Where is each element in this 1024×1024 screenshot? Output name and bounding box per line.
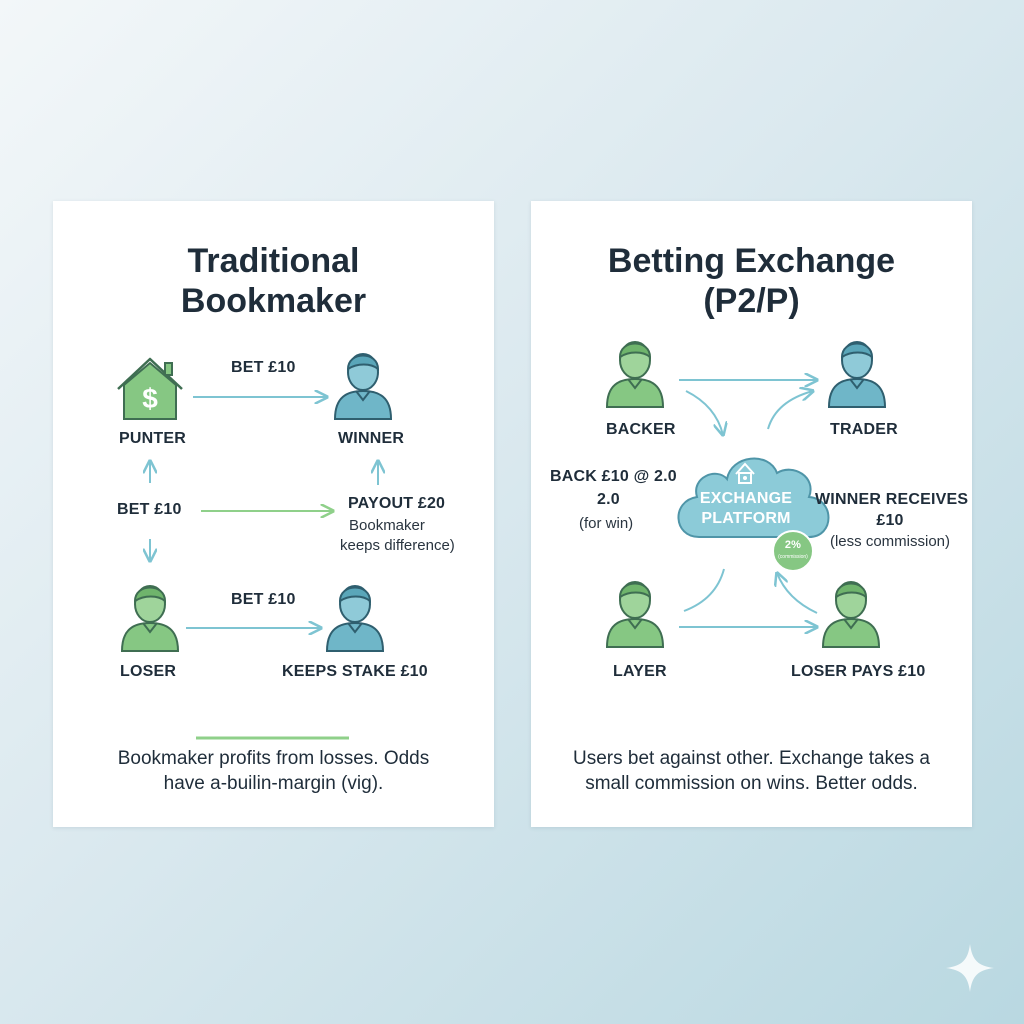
curve-backer-to-platform — [685, 390, 723, 435]
payout-label: PAYOUT £20 — [348, 495, 446, 512]
layer-label: LAYER — [613, 663, 667, 680]
curve-loser-to-platform — [777, 573, 818, 614]
sparkle-icon — [946, 944, 994, 992]
curve-platform-to-trader — [767, 391, 813, 430]
panel-title-line1: Traditional — [187, 242, 360, 280]
curve-platform-to-layer — [683, 568, 725, 612]
platform-label-line1: EXCHANGE — [699, 490, 793, 507]
platform-label-line2: PLATFORM — [701, 510, 791, 527]
trader-person-icon — [828, 341, 886, 408]
commission-small-text: (commission) — [778, 554, 808, 560]
winner-person-icon — [334, 353, 392, 420]
layer-person-icon — [606, 581, 664, 648]
backer-label: BACKER — [606, 421, 676, 438]
winner-receives-line2: £10 — [876, 512, 904, 529]
commission-badge — [772, 530, 814, 572]
loser-label: LOSER — [120, 663, 177, 680]
caption-line1: Bookmaker profits from losses. Odds — [117, 748, 430, 769]
bet-mid-label: BET £10 — [117, 501, 182, 518]
bet-top-label: BET £10 — [231, 359, 296, 376]
commission-pct: 2% — [784, 539, 802, 551]
loser-person-icon — [121, 585, 179, 652]
back-odds-sub: (for win) — [579, 515, 634, 532]
payout-sub-line2: keeps difference) — [340, 537, 455, 554]
punter-label: PUNTER — [119, 430, 186, 447]
keeps-stake-label: KEEPS STAKE £10 — [282, 663, 428, 680]
winner-label: WINNER — [338, 430, 405, 447]
panel-title-line2: (P2/P) — [703, 282, 800, 320]
caption-line2: have a-builin-margin (vig). — [163, 773, 384, 794]
panel-title-line1: Betting Exchange — [607, 242, 896, 280]
winner-receives-sub: (less commission) — [829, 533, 950, 550]
bet-bottom-label: BET £10 — [231, 591, 296, 608]
traditional-bookmaker-panel: Traditional Bookmaker $ BET £10 PUNTER W… — [53, 201, 494, 827]
loser-pays-label: LOSER PAYS £10 — [791, 663, 926, 680]
backer-person-icon — [606, 341, 664, 408]
back-odds-line1: BACK £10 @ 2.0 — [550, 468, 677, 485]
loser-person-icon — [822, 581, 880, 648]
betting-exchange-panel: Betting Exchange (P2/P) BACK — [531, 201, 972, 827]
svg-text:$: $ — [142, 383, 158, 414]
back-odds-line2: 2.0 — [597, 491, 620, 508]
caption-line2: small commission on wins. Better odds. — [585, 773, 918, 794]
trader-label: TRADER — [830, 421, 898, 438]
platform-house-icon — [735, 462, 755, 484]
winner-receives-line1: WINNER RECEIVES — [815, 491, 969, 508]
payout-sub-line1: Bookmaker — [349, 517, 425, 534]
caption-line1: Users bet against other. Exchange takes … — [573, 748, 930, 769]
keeps-stake-person-icon — [326, 585, 384, 652]
house-dollar-icon: $ — [117, 357, 183, 420]
panel-title-line2: Bookmaker — [180, 282, 367, 320]
